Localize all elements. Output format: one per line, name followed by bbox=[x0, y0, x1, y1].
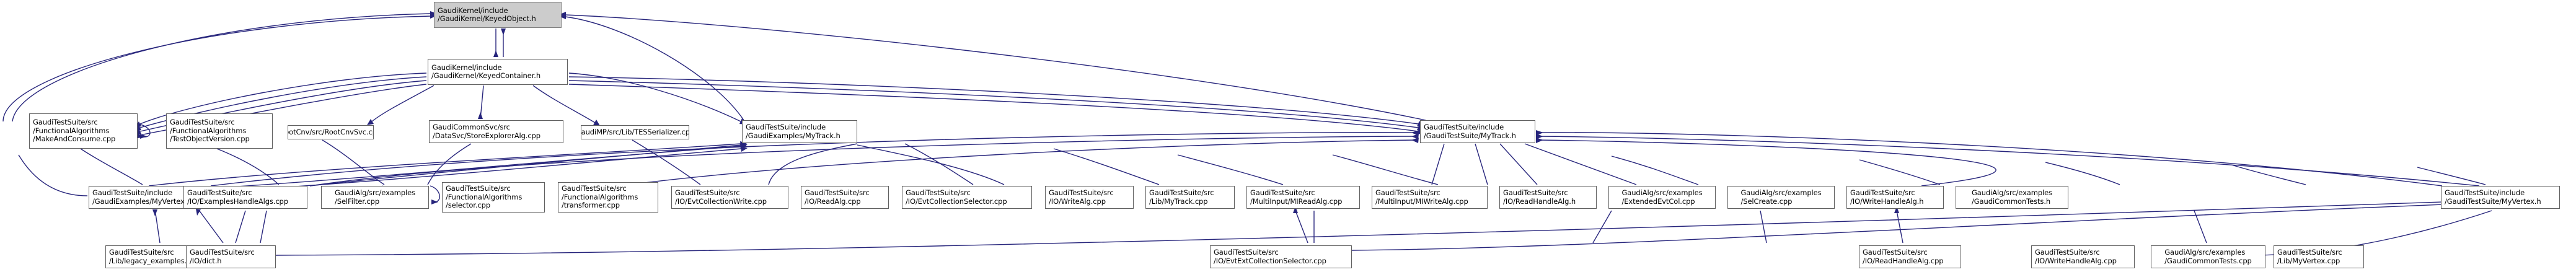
edge-group bbox=[2, 11, 2492, 256]
graph-node-evtcollectionselector[interactable]: GaudiTestSuite/src /IO/EvtCollectionSele… bbox=[902, 186, 1032, 209]
graph-node-makeandconsume[interactable]: GaudiTestSuite/src /FunctionalAlgorithms… bbox=[29, 113, 138, 149]
graph-node-gaudiexamples-mytrack[interactable]: GaudiTestSuite/include /GaudiExamples/My… bbox=[742, 120, 857, 143]
graph-node-writealg[interactable]: GaudiTestSuite/src /IO/WriteAlg.cpp bbox=[1045, 186, 1134, 209]
graph-node-selfilter[interactable]: GaudiAlg/src/examples /SelFilter.cpp bbox=[321, 186, 429, 209]
graph-node-keyedcontainer[interactable]: GaudiKernel/include /GaudiKernel/KeyedCo… bbox=[428, 59, 568, 85]
graph-node-tesserializer[interactable]: GaudiMP/src/Lib/TESSerializer.cpp bbox=[581, 125, 689, 139]
graph-node-gaudiexamples-myvertex[interactable]: GaudiTestSuite/include /GaudiExamples/My… bbox=[89, 186, 207, 209]
graph-node-gauditestsuite-mytrack[interactable]: GaudiTestSuite/include /GaudiTestSuite/M… bbox=[1420, 120, 1535, 143]
graph-node-extendedevtcol[interactable]: GaudiAlg/src/examples /ExtendedEvtCol.cp… bbox=[1608, 186, 1716, 209]
graph-node-dict-h[interactable]: GaudiTestSuite/src /IO/dict.h bbox=[186, 245, 276, 268]
graph-node-exampleshandlealgs[interactable]: GaudiTestSuite/src /IO/ExamplesHandleAlg… bbox=[183, 186, 307, 209]
graph-node-selector[interactable]: GaudiTestSuite/src /FunctionalAlgorithms… bbox=[442, 182, 545, 213]
graph-node-transformer[interactable]: GaudiTestSuite/src /FunctionalAlgorithms… bbox=[558, 182, 658, 213]
graph-node-keyedobject[interactable]: GaudiKernel/include /GaudiKernel/KeyedOb… bbox=[434, 2, 562, 28]
graph-node-readhandlealg-cpp[interactable]: GaudiTestSuite/src /IO/ReadHandleAlg.cpp bbox=[1859, 245, 1961, 268]
graph-node-testobjectversion[interactable]: GaudiTestSuite/src /FunctionalAlgorithms… bbox=[166, 113, 273, 149]
graph-node-gaudicommontests-cpp[interactable]: GaudiAlg/src/examples /GaudiCommonTests.… bbox=[2151, 245, 2265, 268]
graph-node-rootcnvsvc[interactable]: RootCnv/src/RootCnvSvc.cpp bbox=[288, 125, 374, 139]
graph-node-writehandlealg-cpp[interactable]: GaudiTestSuite/src /IO/WriteHandleAlg.cp… bbox=[2031, 245, 2135, 268]
graph-node-storeexploreralg[interactable]: GaudiCommonSvc/src /DataSvc/StoreExplore… bbox=[429, 120, 563, 143]
graph-node-gaudicommontests-h[interactable]: GaudiAlg/src/examples /GaudiCommonTests.… bbox=[1956, 186, 2068, 209]
graph-node-readalg[interactable]: GaudiTestSuite/src /IO/ReadAlg.cpp bbox=[801, 186, 889, 209]
graph-node-gauditestsuite-myvertex[interactable]: GaudiTestSuite/include /GaudiTestSuite/M… bbox=[2441, 186, 2560, 209]
graph-node-lib-myvertex[interactable]: GaudiTestSuite/src /Lib/MyVertex.cpp bbox=[2274, 245, 2364, 268]
graph-node-readhandlealg-h[interactable]: GaudiTestSuite/src /IO/ReadHandleAlg.h bbox=[1499, 186, 1597, 209]
graph-node-selcreate[interactable]: GaudiAlg/src/examples /SelCreate.cpp bbox=[1727, 186, 1835, 209]
graph-node-mireadalg[interactable]: GaudiTestSuite/src /MultiInput/MIReadAlg… bbox=[1246, 186, 1360, 209]
graph-node-evtextcollectionselector[interactable]: GaudiTestSuite/src /IO/EvtExtCollectionS… bbox=[1210, 245, 1352, 268]
graph-node-lib-mytrack[interactable]: GaudiTestSuite/src /Lib/MyTrack.cpp bbox=[1145, 186, 1235, 209]
graph-node-miwritealg[interactable]: GaudiTestSuite/src /MultiInput/MIWriteAl… bbox=[1372, 186, 1488, 209]
graph-node-writehandlealg-h[interactable]: GaudiTestSuite/src /IO/WriteHandleAlg.h bbox=[1846, 186, 1944, 209]
graph-node-evtcollectionwrite[interactable]: GaudiTestSuite/src /IO/EvtCollectionWrit… bbox=[671, 186, 788, 209]
